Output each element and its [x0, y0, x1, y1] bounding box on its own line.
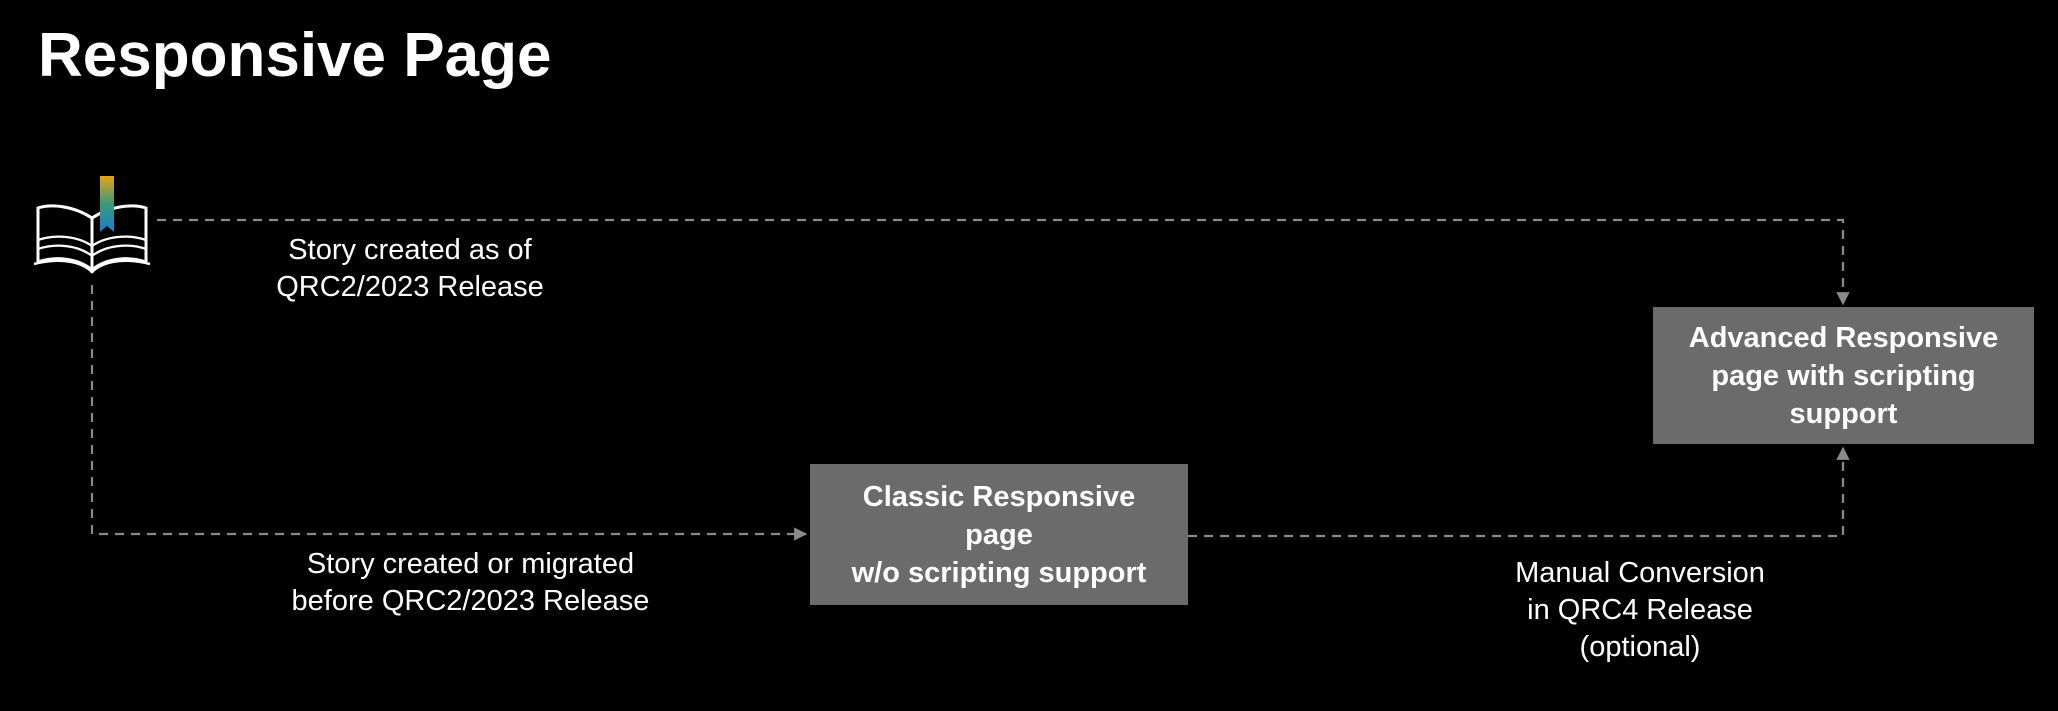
box-line: page	[965, 518, 1033, 551]
label-line: Story created or migrated	[306, 548, 635, 580]
label-line: Story created as of	[288, 234, 532, 266]
connector-classic-to-advanced	[1188, 446, 1850, 538]
label-line: Manual Conversion	[1515, 557, 1765, 589]
classic-responsive-page-box: Classic Responsive page w/o scripting su…	[810, 464, 1188, 605]
label-line: before QRC2/2023 Release	[291, 585, 650, 617]
advanced-responsive-page-box: Advanced Responsive page with scripting …	[1653, 307, 2034, 444]
page-title: Responsive Page	[38, 21, 552, 90]
connector-story-to-classic	[90, 285, 808, 541]
box-line: Advanced Responsive	[1688, 321, 1999, 354]
edge-label-story-to-classic: Story created or migrated before QRC2/20…	[258, 546, 683, 620]
connector-story-to-advanced	[157, 218, 1850, 306]
label-line: (optional)	[1579, 631, 1701, 663]
bookmark-ribbon	[100, 176, 114, 232]
open-book-icon	[33, 176, 151, 274]
label-line: QRC2/2023 Release	[276, 271, 544, 303]
box-line: w/o scripting support	[851, 556, 1147, 589]
box-line: page with scripting	[1711, 359, 1976, 392]
edge-label-classic-to-advanced: Manual Conversion in QRC4 Release (optio…	[1460, 555, 1820, 666]
box-line: Classic Responsive	[862, 480, 1136, 513]
edge-label-story-to-advanced: Story created as of QRC2/2023 Release	[250, 232, 570, 306]
label-line: in QRC4 Release	[1527, 594, 1753, 626]
box-line: support	[1789, 397, 1898, 430]
